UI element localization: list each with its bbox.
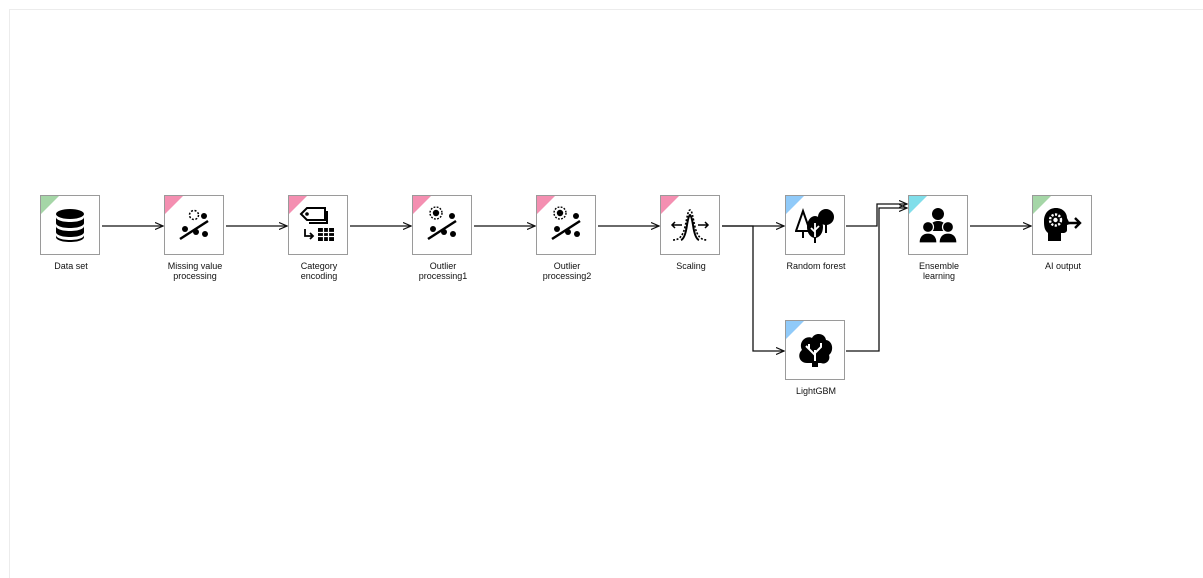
category-marker (661, 196, 679, 214)
node-box[interactable] (40, 195, 100, 255)
category-marker (413, 196, 431, 214)
node-label: Category encoding (300, 261, 338, 281)
node-box[interactable] (412, 195, 472, 255)
scaling-icon (670, 209, 710, 241)
category-marker (786, 196, 804, 214)
node-category-encoding[interactable]: Category encoding (288, 195, 350, 281)
node-label: Missing value processing (167, 261, 223, 281)
node-ensemble-learning[interactable]: Ensemble learning (908, 195, 970, 281)
node-random-forest[interactable]: Random forest (785, 195, 847, 271)
node-outlier-processing1[interactable]: Outlier processing1 (412, 195, 474, 281)
node-label: AI output (1044, 261, 1082, 271)
node-box[interactable] (164, 195, 224, 255)
node-label: Data set (54, 261, 88, 271)
node-label: Outlier processing2 (542, 261, 592, 281)
edge-rf-ensemble[interactable] (846, 204, 907, 227)
node-box[interactable] (536, 195, 596, 255)
node-box[interactable] (1032, 195, 1092, 255)
database-icon (56, 209, 84, 242)
node-data-set[interactable]: Data set (40, 195, 102, 271)
random-forest-icon (795, 207, 834, 243)
node-box[interactable] (908, 195, 968, 255)
node-ai-output[interactable]: AI output (1032, 195, 1094, 271)
category-marker (909, 196, 927, 214)
edge-lgbm-ensemble[interactable] (846, 208, 907, 352)
node-missing-value-processing[interactable]: Missing value processing (164, 195, 226, 281)
category-marker (1033, 196, 1051, 214)
missing-value-icon (179, 209, 209, 241)
node-box[interactable] (785, 195, 845, 255)
lightgbm-icon (799, 334, 833, 367)
node-lightgbm[interactable]: LightGBM (785, 320, 847, 396)
outlier-icon (551, 206, 581, 241)
node-scaling[interactable]: Scaling (660, 195, 722, 271)
category-marker (289, 196, 307, 214)
node-label: Ensemble learning (918, 261, 960, 281)
node-box[interactable] (660, 195, 720, 255)
node-box[interactable] (288, 195, 348, 255)
node-label: Random forest (786, 261, 846, 271)
outlier-icon (427, 206, 457, 241)
ensemble-icon (918, 208, 958, 244)
category-marker (165, 196, 183, 214)
node-label: LightGBM (795, 386, 837, 396)
category-marker (786, 321, 804, 339)
node-box[interactable] (785, 320, 845, 380)
category-marker (41, 196, 59, 214)
edge-scaling-lgbm[interactable] (722, 225, 784, 351)
category-encoding-icon (299, 207, 334, 241)
node-label: Scaling (676, 261, 706, 271)
node-outlier-processing2[interactable]: Outlier processing2 (536, 195, 598, 281)
flow-canvas[interactable] (9, 9, 1203, 578)
category-marker (537, 196, 555, 214)
ai-output-icon (1044, 208, 1082, 241)
node-label: Outlier processing1 (418, 261, 468, 281)
